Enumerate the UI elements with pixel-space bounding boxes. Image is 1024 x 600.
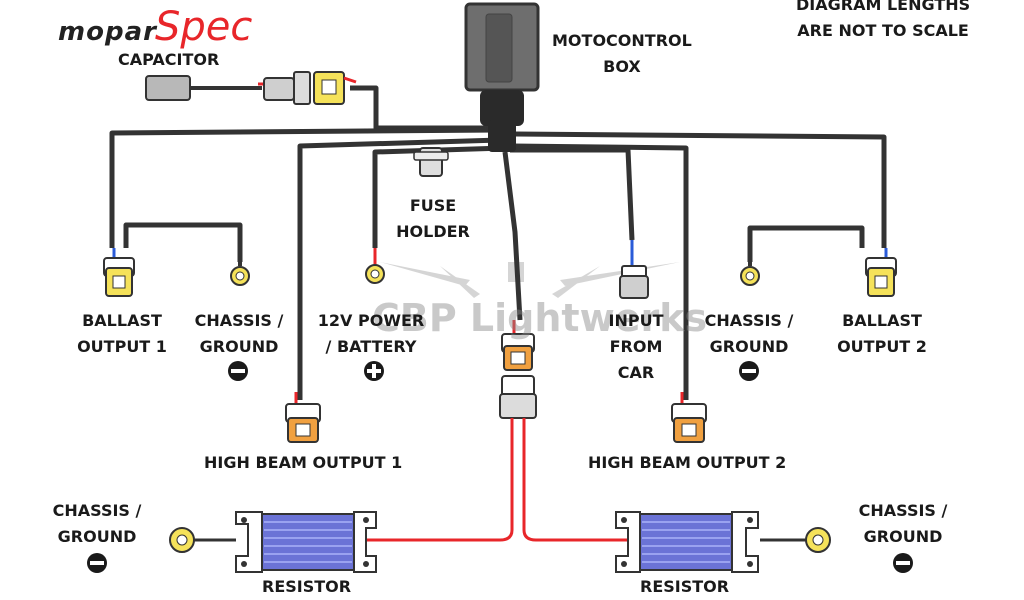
label-power-line2: / BATTERY	[325, 337, 417, 356]
scale-note-line1: DIAGRAM LENGTHS	[796, 0, 971, 14]
label-motocontrol-line1: MOTOCONTROL	[552, 31, 692, 50]
label-input-line2: FROM	[609, 337, 663, 356]
label-ballast-2-line2: OUTPUT 2	[837, 337, 927, 356]
label-power-battery: 12V POWER / BATTERY	[316, 308, 426, 360]
label-chassis-br-line2: GROUND	[863, 527, 943, 546]
motocontrol-box	[464, 2, 540, 152]
scale-note: DIAGRAM LENGTHS ARE NOT TO SCALE	[796, 0, 970, 44]
center-connector-top	[501, 320, 535, 371]
label-ballast-output-2: BALLAST OUTPUT 2	[822, 308, 942, 360]
ground-symbol-bottom-right	[893, 553, 913, 573]
label-input-from-car: INPUT FROM CAR	[596, 308, 676, 386]
input-from-car-connector	[619, 265, 649, 299]
label-chassis-br-line1: CHASSIS /	[858, 501, 948, 520]
label-input-line1: INPUT	[608, 311, 664, 330]
label-resistor-right: RESISTOR	[640, 577, 730, 596]
resistor-left	[169, 511, 377, 573]
capacitor-red-wire	[343, 76, 357, 84]
main-harness	[109, 85, 887, 400]
resistor-right	[615, 511, 831, 573]
center-connector-bottom	[499, 375, 537, 419]
high-beam-output-1-connector	[285, 392, 321, 443]
label-motocontrol-line2: BOX	[603, 57, 641, 76]
label-ballast-1-line2: OUTPUT 1	[77, 337, 167, 356]
label-high-beam-output-2: HIGH BEAM OUTPUT 2	[588, 453, 787, 472]
watermark-text: CBP Lightwerks	[372, 296, 708, 340]
label-chassis-ground-left: CHASSIS / GROUND	[184, 308, 294, 360]
label-chassis-left-line1: CHASSIS /	[194, 311, 284, 330]
logo-spec: Spec	[154, 4, 253, 50]
label-chassis-ground-bottom-right: CHASSIS / GROUND	[848, 498, 958, 550]
label-chassis-ground-right: CHASSIS / GROUND	[694, 308, 804, 360]
ground-symbol-bottom-left	[87, 553, 107, 573]
capacitor	[145, 75, 191, 101]
label-fuse-holder: FUSE HOLDER	[390, 193, 476, 245]
label-chassis-right-line1: CHASSIS /	[704, 311, 794, 330]
label-chassis-ground-bottom-left: CHASSIS / GROUND	[42, 498, 152, 550]
resistor-red-wires	[360, 418, 640, 542]
label-high-beam-output-1: HIGH BEAM OUTPUT 1	[204, 453, 403, 472]
mopar-spec-logo: moparSpec	[58, 4, 252, 50]
label-chassis-left-line2: GROUND	[199, 337, 279, 356]
label-chassis-bl-line1: CHASSIS /	[52, 501, 142, 520]
label-chassis-bl-line2: GROUND	[57, 527, 137, 546]
power-symbol	[364, 361, 384, 381]
label-motocontrol-box: MOTOCONTROL BOX	[552, 28, 692, 80]
label-chassis-right-line2: GROUND	[709, 337, 789, 356]
ballast-output-1-connector	[103, 257, 135, 297]
label-ballast-2-line1: BALLAST	[842, 311, 922, 330]
ground-symbol-right	[739, 361, 759, 381]
ground-symbol-left	[228, 361, 248, 381]
label-input-line3: CAR	[617, 363, 655, 382]
high-beam-output-2-connector	[671, 392, 707, 443]
label-ballast-output-1: BALLAST OUTPUT 1	[62, 308, 182, 360]
label-fuse-line1: FUSE	[409, 196, 457, 215]
logo-mopar: mopar	[58, 17, 157, 47]
fuse-holder	[413, 147, 449, 177]
ring-terminal-chassis-left	[230, 258, 250, 286]
label-fuse-line2: HOLDER	[396, 222, 470, 241]
capacitor-connector	[263, 71, 345, 105]
ring-terminal-power	[365, 248, 385, 284]
label-capacitor: CAPACITOR	[118, 50, 220, 69]
label-power-line1: 12V POWER	[317, 311, 425, 330]
scale-note-line2: ARE NOT TO SCALE	[797, 21, 969, 40]
label-resistor-left: RESISTOR	[262, 577, 352, 596]
label-ballast-1-line1: BALLAST	[82, 311, 162, 330]
ballast-output-2-connector	[865, 257, 897, 297]
ring-terminal-chassis-right	[740, 258, 760, 286]
